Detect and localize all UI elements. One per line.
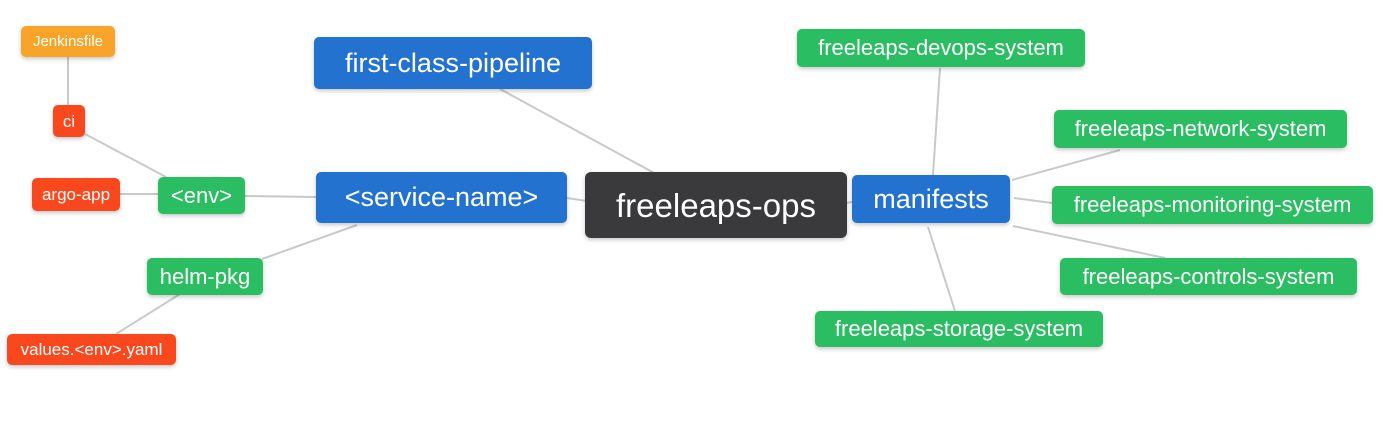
node-ci[interactable]: ci	[53, 105, 85, 137]
node-freeleaps-network-system[interactable]: freeleaps-network-system	[1054, 110, 1347, 148]
node-freeleaps-storage-system[interactable]: freeleaps-storage-system	[815, 311, 1103, 347]
node-freeleaps-devops-system[interactable]: freeleaps-devops-system	[797, 29, 1085, 67]
edge-manifests-storage	[927, 226, 956, 312]
edge-values-helm-pkg	[115, 293, 181, 335]
node-first-class-pipeline[interactable]: first-class-pipeline	[314, 37, 592, 89]
node-service-name[interactable]: <service-name>	[316, 172, 567, 223]
node-root-freeleaps-ops[interactable]: freeleaps-ops	[585, 172, 847, 238]
edge-manifests-controls	[1012, 225, 1166, 259]
node-freeleaps-controls-system[interactable]: freeleaps-controls-system	[1060, 258, 1357, 295]
edge-manifests-network	[1011, 149, 1121, 181]
edge-manifests-monitoring	[1013, 197, 1053, 204]
edge-helm-pkg-service-name	[261, 224, 358, 260]
node-jenkinsfile[interactable]: Jenkinsfile	[21, 26, 115, 57]
node-env[interactable]: <env>	[158, 177, 245, 214]
node-manifests[interactable]: manifests	[852, 175, 1010, 223]
edge-env-service-name	[244, 195, 318, 198]
node-values-env-yaml[interactable]: values.<env>.yaml	[7, 334, 176, 365]
edge-root-manifests	[845, 201, 853, 204]
edge-ci-env	[84, 133, 167, 178]
node-argo-app[interactable]: argo-app	[32, 178, 120, 211]
edge-manifests-devops	[932, 67, 941, 176]
edge-service-name-root	[566, 197, 588, 202]
node-freeleaps-monitoring-system[interactable]: freeleaps-monitoring-system	[1052, 186, 1373, 224]
edge-pipeline-root	[499, 88, 657, 175]
node-helm-pkg[interactable]: helm-pkg	[147, 258, 263, 295]
